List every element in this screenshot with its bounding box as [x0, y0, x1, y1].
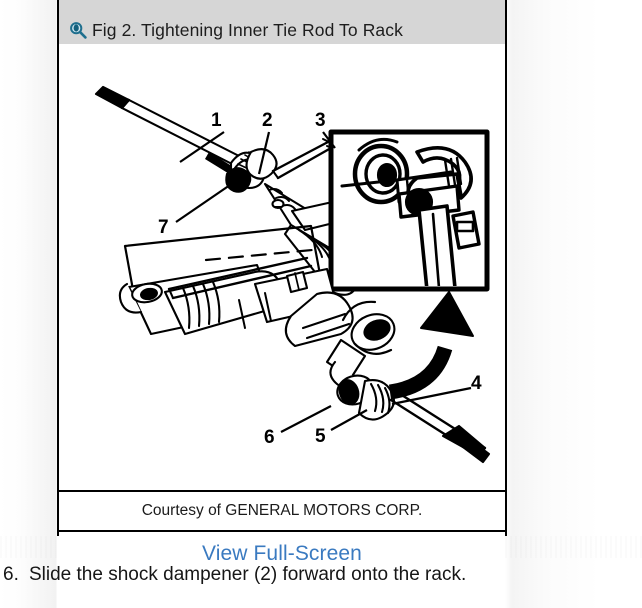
callout-2: 2	[262, 110, 273, 131]
callout-3: 3	[315, 110, 326, 131]
view-full-screen-link[interactable]: View Full-Screen	[202, 542, 362, 565]
callout-6: 6	[264, 427, 275, 448]
step-text: Slide the shock dampener (2) forward ont…	[29, 564, 467, 585]
callout-leaders	[175, 131, 472, 433]
step-number: 6.	[3, 564, 19, 585]
callout-7: 7	[158, 217, 169, 238]
fullscreen-row[interactable]: View Full-Screen	[59, 532, 505, 576]
instruction-step: 6. Slide the shock dampener (2) forward …	[3, 563, 639, 587]
figure-header[interactable]: Fig 2. Tightening Inner Tie Rod To Rack	[59, 0, 505, 44]
callout-1: 1	[211, 110, 222, 131]
technical-illustration: 1 2 3 7 4 6 5	[94, 85, 491, 464]
figure-panel: Fig 2. Tightening Inner Tie Rod To Rack	[57, 0, 507, 576]
figure-caption: Courtesy of GENERAL MOTORS CORP.	[59, 490, 505, 532]
magnifier-icon[interactable]	[69, 21, 87, 39]
figure-title: Fig 2. Tightening Inner Tie Rod To Rack	[92, 20, 403, 40]
figure-illustration-container: 1 2 3 7 4 6 5	[59, 44, 505, 490]
figure-caption-text: Courtesy of GENERAL MOTORS CORP.	[141, 502, 423, 519]
callout-4: 4	[471, 373, 482, 394]
callout-5: 5	[315, 426, 326, 447]
callout-labels: 1 2 3 7 4 6 5	[158, 110, 482, 448]
